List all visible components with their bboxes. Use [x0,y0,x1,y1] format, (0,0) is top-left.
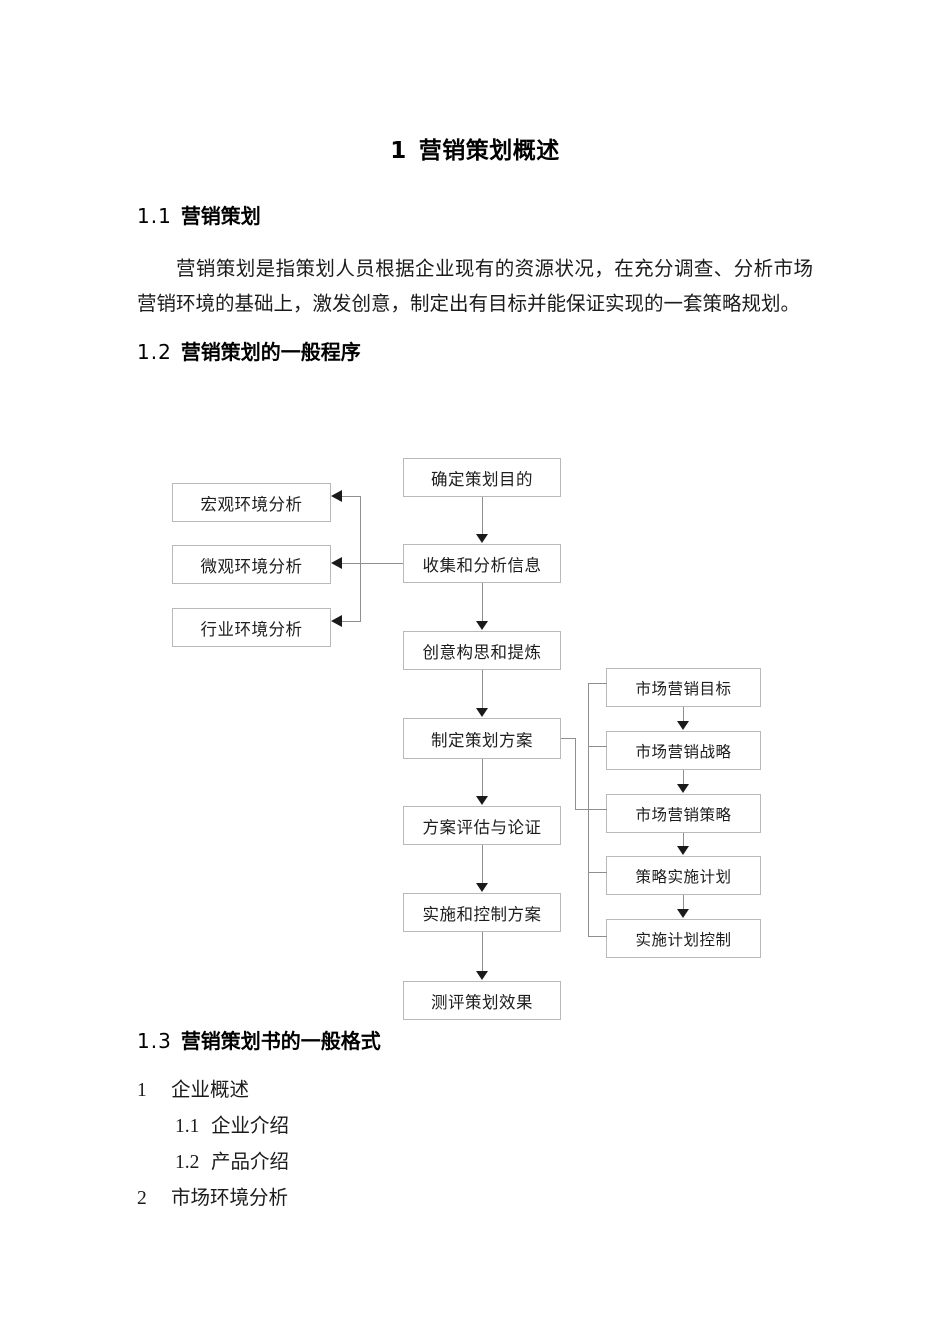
connector-component4-component5 [683,895,684,910]
connector-branch-3-stub [342,621,361,622]
arrow-down-icon-component-2 [677,721,689,730]
list-item-index: 1 [137,1080,147,1101]
section-1-1-number: 1.1 [137,204,172,228]
flow-node-component-5-label: 实施计划控制 [635,931,732,949]
list-item-index: 2 [137,1188,147,1209]
connector-step4-to-spine-h2 [575,809,589,810]
connector-step4-step5 [482,759,483,797]
outline-list: 1 企业概述 1.1 企业介绍 1.2 产品介绍 2 市场环境分析 [137,1073,637,1217]
section-heading-1-2: 1.2 营销策划的一般程序 [137,336,361,365]
connector-branch-spine [360,496,361,622]
list-item-label: 产品介绍 [211,1152,290,1173]
arrow-down-icon-step6 [476,883,488,892]
arrow-down-icon-component-4 [677,846,689,855]
list-item: 1 企业概述 [137,1073,637,1109]
flow-node-step-1: 确定策划目的 [403,458,561,497]
list-item-label: 市场环境分析 [171,1188,289,1209]
flow-node-component-3-label: 市场营销策略 [635,806,732,824]
section-1-3-number: 1.3 [137,1029,172,1053]
flow-node-component-1-label: 市场营销目标 [635,680,732,698]
arrow-left-icon-branch-3 [331,615,342,627]
connector-component-3-stub [588,809,607,810]
section-heading-1-3: 1.3 营销策划书的一般格式 [137,1025,381,1054]
connector-component-1-stub [588,683,607,684]
connector-step3-step4 [482,670,483,709]
connector-component2-component3 [683,770,684,785]
flow-node-step-5: 方案评估与论证 [403,806,561,845]
list-item-index: 1.1 [175,1116,200,1137]
flow-node-step-4-label: 制定策划方案 [431,730,533,750]
section-heading-1-1: 1.1 营销策划 [137,200,261,229]
flow-node-step-4: 制定策划方案 [403,718,561,759]
connector-branch-1-stub [342,496,361,497]
list-item-index: 1.2 [175,1152,200,1173]
arrow-down-icon-component-5 [677,909,689,918]
flow-node-step-7: 测评策划效果 [403,981,561,1020]
flow-node-branch-1: 宏观环境分析 [172,483,331,522]
connector-component3-component4 [683,833,684,847]
list-item: 1.2 产品介绍 [137,1145,637,1181]
flow-node-step-7-label: 测评策划效果 [431,992,533,1012]
connector-step1-step2 [482,497,483,535]
section-1-3-title: 营销策划书的一般格式 [180,1029,381,1053]
arrow-down-icon-component-3 [677,784,689,793]
flow-node-branch-3-label: 行业环境分析 [200,619,303,639]
flow-node-step-2-label: 收集和分析信息 [422,555,542,575]
arrow-left-icon-branch-2 [331,557,342,569]
connector-component-4-stub [588,872,607,873]
arrow-down-icon-step2 [476,534,488,543]
arrow-down-icon-step5 [476,796,488,805]
flow-node-component-2-label: 市场营销战略 [635,743,732,761]
section-1-2-number: 1.2 [137,340,172,364]
connector-step2-step3 [482,583,483,622]
page-title-number: 1 [390,138,407,164]
flow-node-branch-3: 行业环境分析 [172,608,331,647]
flow-node-step-5-label: 方案评估与论证 [422,817,542,837]
flow-node-step-3-label: 创意构思和提炼 [422,642,542,662]
arrow-down-icon-step3 [476,621,488,630]
flow-node-component-2: 市场营销战略 [606,731,761,770]
connector-step5-step6 [482,845,483,884]
flow-node-branch-1-label: 宏观环境分析 [200,494,303,514]
flow-node-component-5: 实施计划控制 [606,919,761,958]
connector-step4-to-spine-v [575,738,576,810]
flow-node-component-4-label: 策略实施计划 [635,868,732,886]
flow-node-step-3: 创意构思和提炼 [403,631,561,670]
connector-step6-step7 [482,932,483,972]
flow-node-component-4: 策略实施计划 [606,856,761,895]
flow-node-step-2: 收集和分析信息 [403,544,561,583]
connector-component1-component2 [683,707,684,722]
flow-node-branch-2-label: 微观环境分析 [200,556,303,576]
arrow-down-icon-step7 [476,971,488,980]
connector-component-2-stub [588,746,607,747]
flow-node-component-3: 市场营销策略 [606,794,761,833]
flow-node-component-1: 市场营销目标 [606,668,761,707]
connector-component-5-stub [588,936,607,937]
connector-step2-to-branches [342,563,403,564]
section-1-1-title: 营销策划 [180,204,261,228]
section-1-1-paragraph: 营销策划是指策划人员根据企业现有的资源状况，在充分调查、分析市场营销环境的基础上… [137,259,813,315]
arrow-down-icon-step4 [476,708,488,717]
section-1-2-title: 营销策划的一般程序 [180,340,361,364]
flow-node-step-1-label: 确定策划目的 [431,469,533,489]
list-item: 2 市场环境分析 [137,1181,637,1217]
arrow-left-icon-branch-1 [331,490,342,502]
connector-step4-to-spine-h1 [561,738,576,739]
flow-node-step-6-label: 实施和控制方案 [422,904,542,924]
page-title-text: 营销策划概述 [418,138,560,164]
list-item-label: 企业概述 [171,1080,250,1101]
flow-node-step-6: 实施和控制方案 [403,893,561,932]
page-title: 1 营销策划概述 [0,131,950,165]
list-item: 1.1 企业介绍 [137,1109,637,1145]
flow-node-branch-2: 微观环境分析 [172,545,331,584]
list-item-label: 企业介绍 [211,1116,290,1137]
